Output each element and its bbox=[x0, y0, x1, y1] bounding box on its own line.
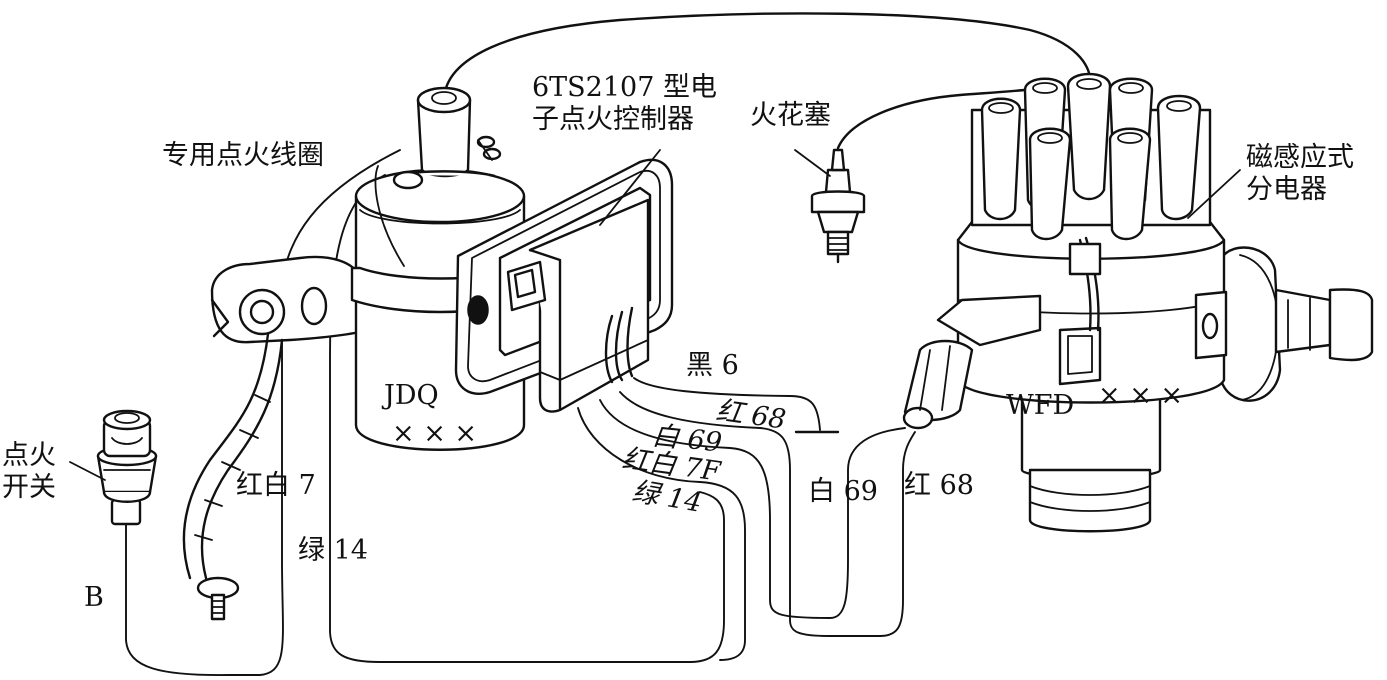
label-coil: 专用点火线圈 bbox=[162, 140, 324, 171]
leader-switch bbox=[69, 461, 106, 481]
wire-b-terminal bbox=[125, 279, 284, 677]
label-switch-line1: 点火 bbox=[2, 440, 56, 471]
label-wire-red-white-7: 红白 7 bbox=[236, 470, 316, 501]
spark-plug bbox=[810, 148, 866, 264]
label-wire-white-69-distributor: 白 69 bbox=[808, 476, 878, 507]
leader-coil bbox=[374, 165, 405, 267]
label-distributor-line1: 磁感应式 bbox=[1246, 142, 1354, 173]
ignition-controller bbox=[454, 158, 674, 413]
label-wire-green-14-coil: 绿 14 bbox=[298, 535, 368, 566]
high-tension-lead bbox=[444, 12, 1092, 90]
leader-controller bbox=[599, 149, 661, 226]
label-distributor-line2: 分电器 bbox=[1246, 174, 1327, 205]
label-wire-red-68-distributor: 红 68 bbox=[904, 470, 974, 501]
label-coil-marks: × × × bbox=[392, 418, 478, 449]
label-distributor-marks: × × × bbox=[1098, 380, 1184, 411]
label-distributor-code: WFD bbox=[1006, 390, 1075, 421]
coil-bracket bbox=[210, 255, 370, 344]
label-switch-line2: 开关 bbox=[2, 472, 56, 503]
leader-distributor bbox=[1187, 169, 1241, 219]
ignition-switch bbox=[96, 409, 158, 526]
label-battery-terminal: B bbox=[84, 582, 104, 613]
distributor bbox=[902, 72, 1374, 533]
wire-green-14 bbox=[329, 174, 725, 663]
label-wire-black-6: 黑 6 bbox=[686, 350, 739, 381]
label-spark-plug: 火花塞 bbox=[750, 100, 831, 131]
leader-spark-plug bbox=[794, 149, 831, 177]
distributor-towers bbox=[980, 72, 1202, 241]
wire-white-69 bbox=[599, 399, 906, 619]
ground-strap bbox=[182, 332, 284, 621]
label-controller-line2: 子点火控制器 bbox=[532, 104, 694, 135]
label-coil-code: JDQ bbox=[384, 380, 439, 411]
wire-black-6 bbox=[633, 377, 821, 431]
wire-red-white-7f bbox=[577, 407, 746, 661]
label-controller-line1: 6TS2107 型电 bbox=[532, 72, 717, 103]
wire-red-68 bbox=[619, 391, 916, 637]
